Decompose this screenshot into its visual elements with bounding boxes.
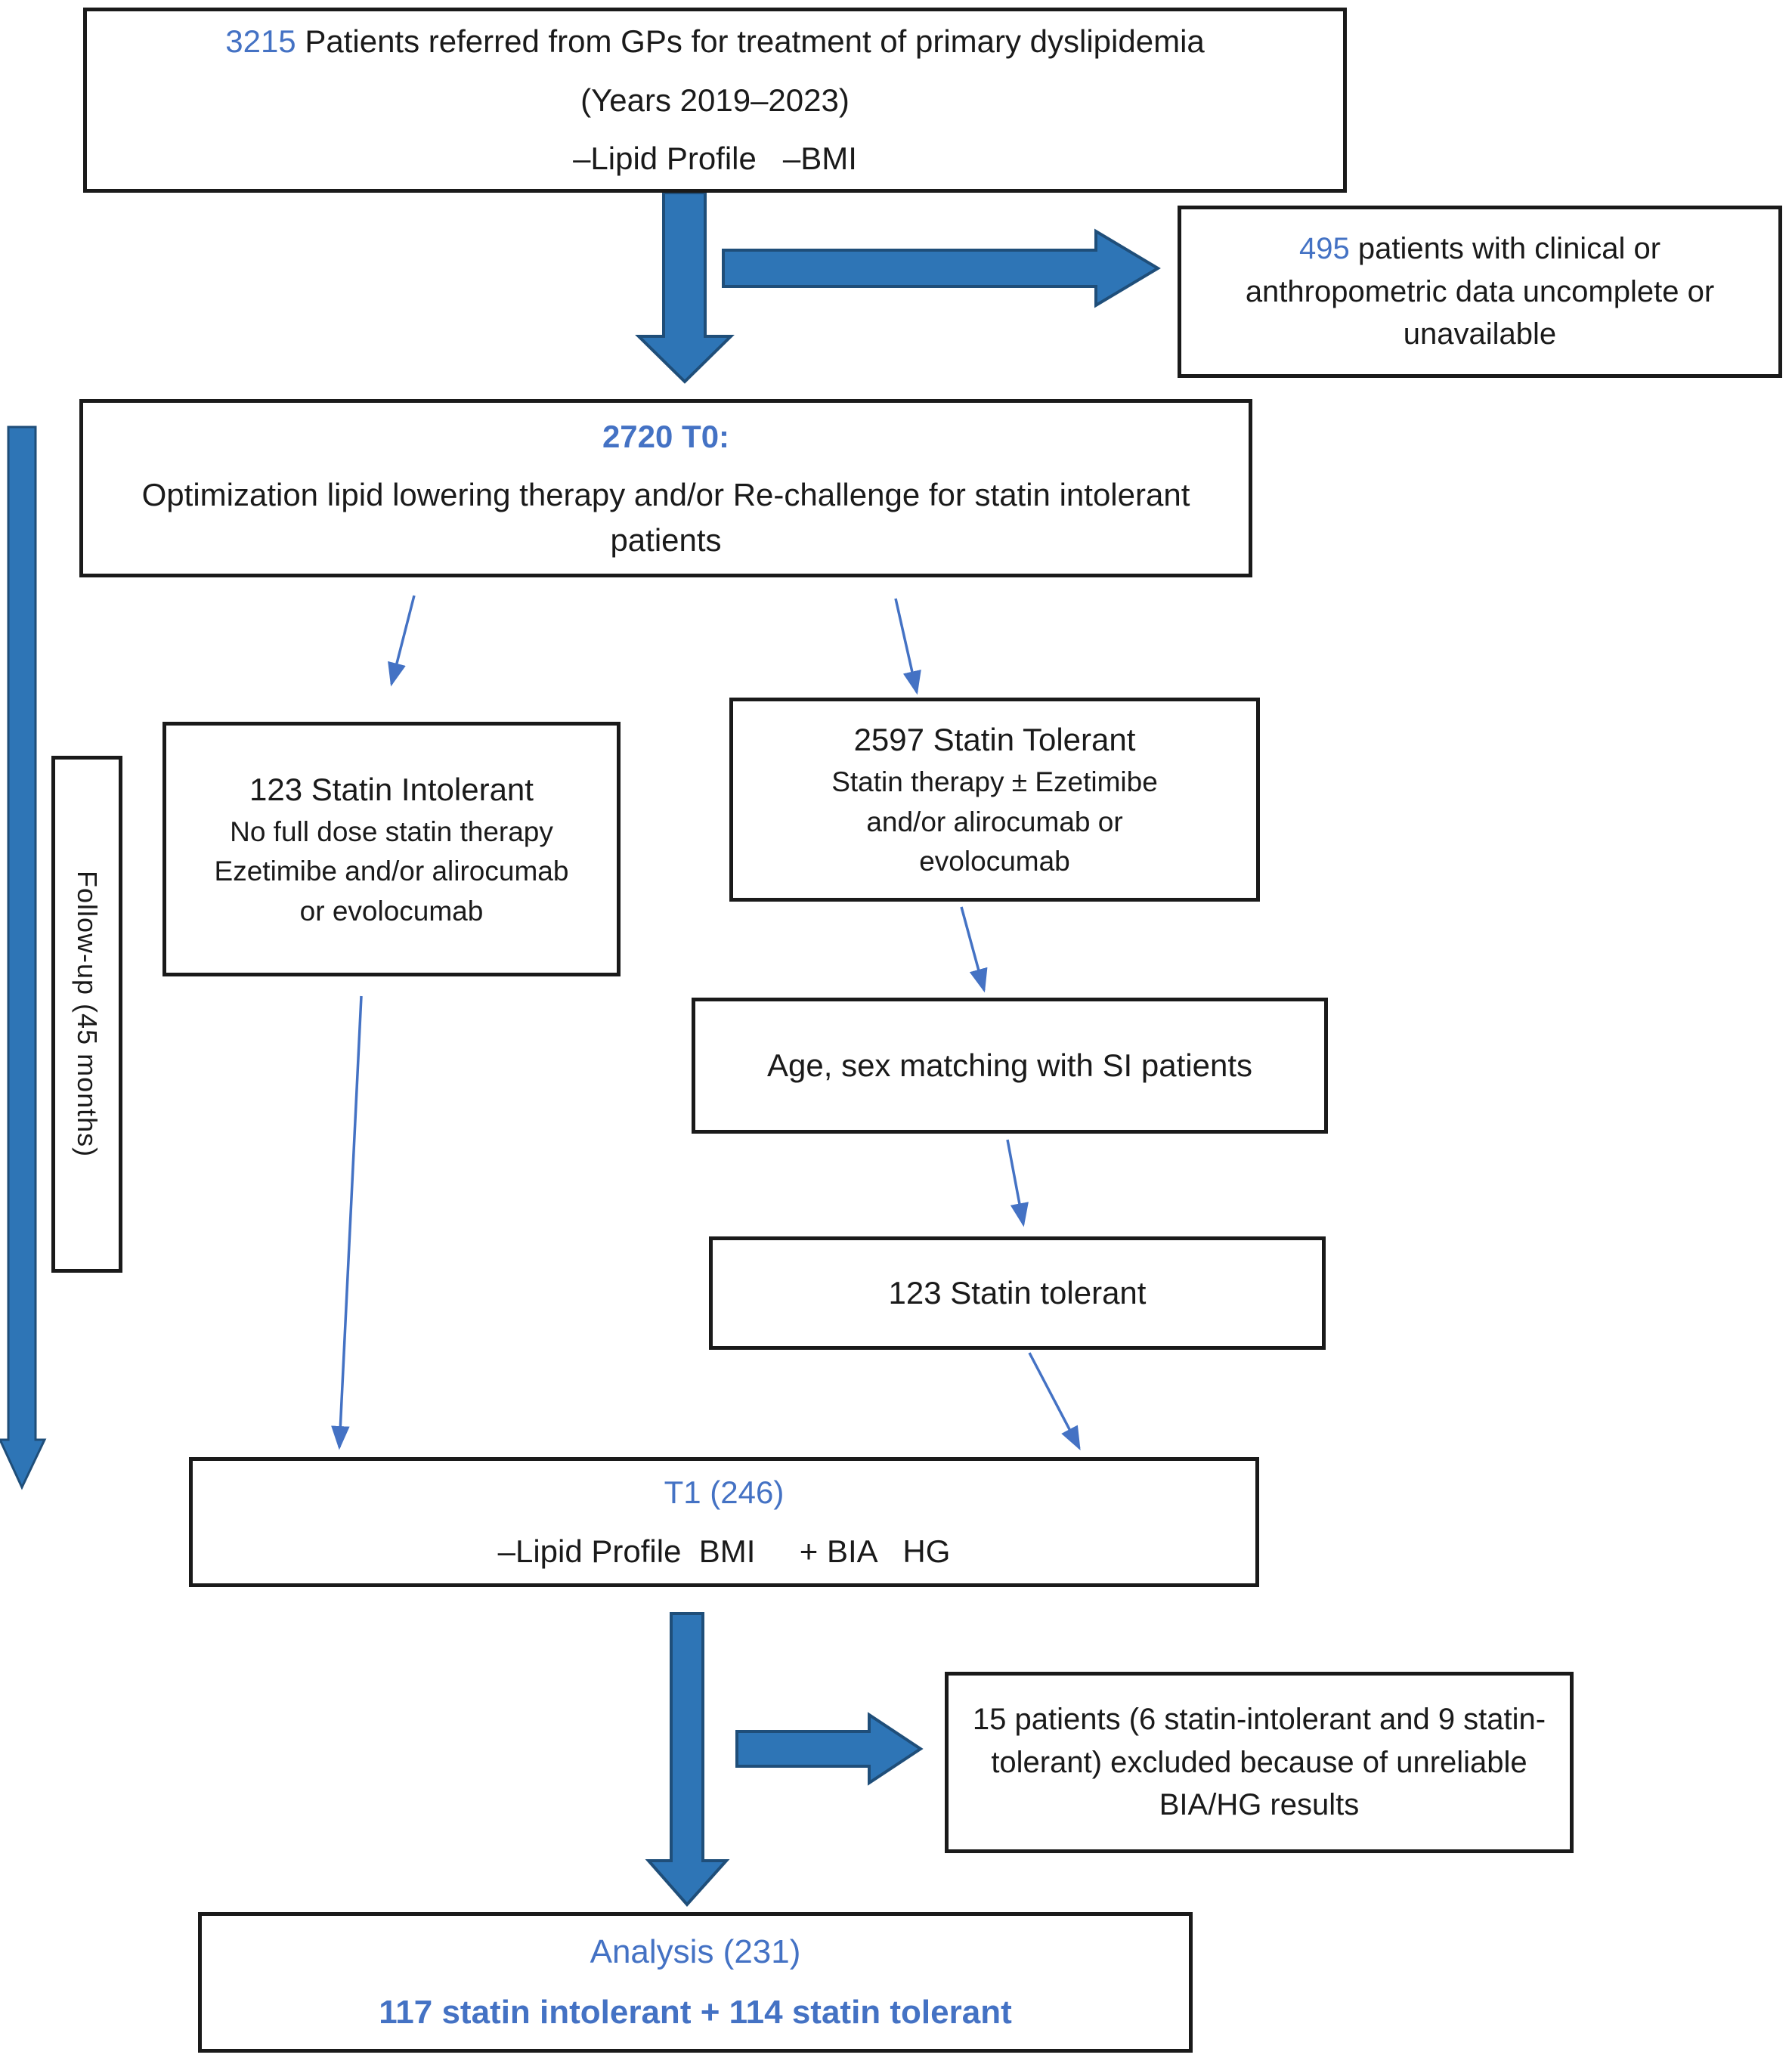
arrow-intolerant-to-t1-icon: [331, 995, 363, 1450]
arrow-matched-to-t1-icon: [1028, 1352, 1081, 1451]
excluded-initial-text: 495 patients with clinical or anthropome…: [1199, 227, 1760, 356]
t1-line1: –Lipid Profile BMI + BIA HG: [497, 1533, 951, 1569]
statin-tolerant-line1: Statin therapy ± Ezetimibe: [831, 766, 1158, 798]
box-matched-tolerant: 123 Statin tolerant: [709, 1236, 1326, 1350]
t0-title: 2720 T0:: [602, 418, 730, 454]
t1-title: T1 (246): [664, 1475, 785, 1511]
arrow-matching-to-matched-icon: [1006, 1139, 1029, 1227]
referral-count: 3215: [225, 23, 296, 60]
analysis-title: Analysis (231): [590, 1932, 801, 1970]
arrow-t0-to-tolerant-icon: [894, 598, 921, 695]
statin-intolerant-line2: Ezetimibe and/or alirocumab: [214, 856, 569, 887]
statin-intolerant-title: 123 Statin Intolerant: [249, 771, 534, 807]
arrow-t1-to-excluded-icon: [735, 1712, 924, 1786]
excluded-initial-rest: patients with clinical or anthropometric…: [1245, 231, 1723, 351]
matched-tolerant-text: 123 Statin tolerant: [888, 1275, 1147, 1311]
excluded-initial-count: 495: [1298, 231, 1350, 265]
statin-tolerant-line2: and/or alirocumab or: [866, 806, 1123, 837]
box-followup: Follow-up (45 months): [51, 756, 122, 1273]
arrow-t0-to-intolerant-icon: [388, 595, 416, 687]
box-matching: Age, sex matching with SI patients: [692, 998, 1328, 1134]
box-excluded-initial: 495 patients with clinical or anthropome…: [1178, 206, 1782, 378]
statin-tolerant-title: 2597 Statin Tolerant: [853, 722, 1136, 758]
referral-line2: (Years 2019–2023): [580, 82, 850, 118]
statin-intolerant-line1: No full dose statin therapy: [230, 815, 553, 847]
referral-line3: –Lipid Profile –BMI: [573, 141, 857, 177]
t0-line1: Optimization lipid lowering therapy and/…: [141, 477, 1199, 558]
analysis-line1: 117 statin intolerant + 114 statin toler…: [379, 1994, 1012, 2031]
box-statin-tolerant: 2597 Statin Tolerant Statin therapy ± Ez…: [729, 698, 1260, 902]
followup-label: Follow-up (45 months): [72, 871, 103, 1158]
box-analysis: Analysis (231) 117 statin intolerant + 1…: [198, 1912, 1193, 2053]
arrow-referral-to-excluded-icon: [722, 228, 1161, 308]
box-excluded-t1: 15 patients (6 statin-intolerant and 9 s…: [945, 1672, 1574, 1853]
excluded-t1-text: 15 patients (6 statin-intolerant and 9 s…: [972, 1702, 1546, 1822]
statin-tolerant-line3: evolocumab: [919, 846, 1070, 877]
matching-text: Age, sex matching with SI patients: [767, 1047, 1252, 1084]
statin-intolerant-line3: or evolocumab: [299, 895, 484, 927]
box-t1: T1 (246) –Lipid Profile BMI + BIA HG: [189, 1457, 1259, 1587]
box-referral: 3215 Patients referred from GPs for trea…: [83, 8, 1347, 193]
arrow-referral-to-t0-icon: [635, 191, 735, 384]
arrow-followup-timeline-icon: [0, 425, 47, 1490]
box-t0: 2720 T0: Optimization lipid lowering the…: [79, 399, 1252, 577]
referral-line1: 3215 Patients referred from GPs for trea…: [225, 19, 1205, 64]
arrow-tolerant-to-matching-icon: [960, 906, 988, 993]
arrow-t1-to-analysis-icon: [645, 1612, 730, 1908]
referral-line1-text: Patients referred from GPs for treatment…: [296, 23, 1205, 60]
box-statin-intolerant: 123 Statin Intolerant No full dose stati…: [162, 722, 621, 976]
